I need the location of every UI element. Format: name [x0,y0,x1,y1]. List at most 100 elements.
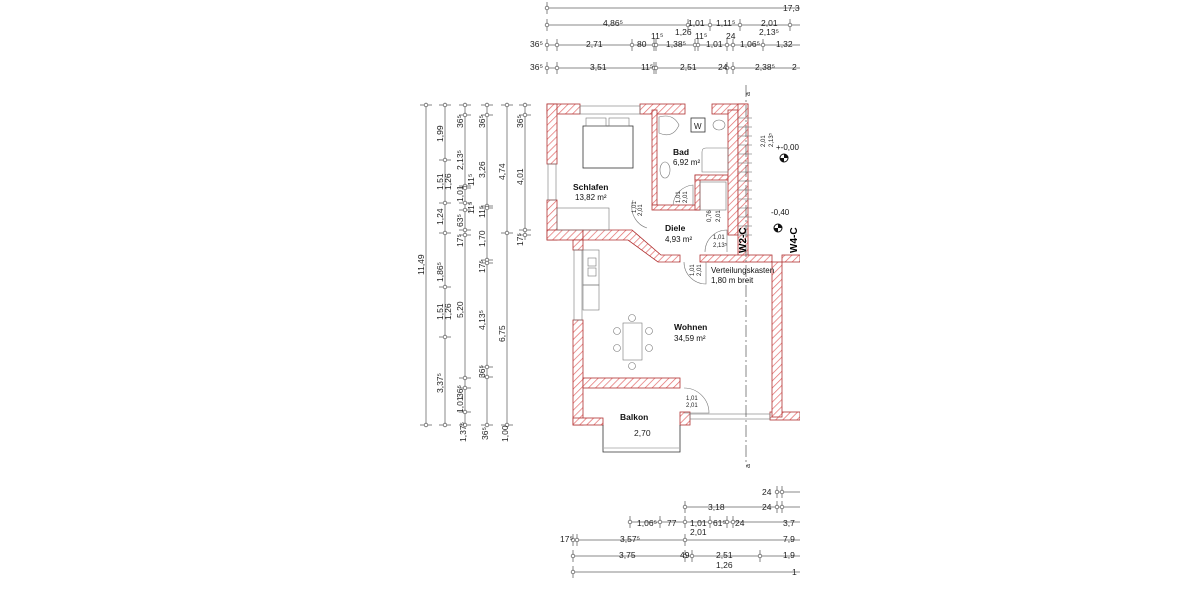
dimension-tick [484,102,490,108]
dim-label: 24 [762,487,772,497]
dim-label: 1 [792,567,797,577]
dim-label: 1,32 [776,39,793,49]
dimension-tick [554,42,560,48]
dim-label: 2,51 [716,550,733,560]
dimension-tick [724,519,730,525]
dimension-tick [653,42,659,48]
door-height: 2,01 [686,403,698,409]
door-swing [672,184,694,206]
dim-label: 3,75 [619,550,636,560]
dim-label: 3,18 [708,502,725,512]
bed-icon [582,125,634,169]
dimension-tick [442,284,448,290]
dim-label: 1,26 [443,173,453,190]
dim-label: 77 [667,518,677,528]
dim-label: 1,37⁵ [458,422,468,442]
dim-label: 36⁵ [477,365,487,378]
door-width: 1,01 [690,264,696,276]
dimension-tick [504,422,510,428]
dimension-tick [787,22,793,28]
dimension-tick [522,227,528,233]
dim-label: 17,36 [783,3,805,13]
dimension-tick [442,230,448,236]
stair-code-2: W4-C [789,227,800,253]
dim-label: 1,01 [706,39,723,49]
section-mark-top: a [745,92,752,96]
dimension-tick [779,504,785,510]
dim-label: 36⁵ [480,427,490,440]
door-width: 1,01 [713,235,725,241]
dimension-tick [774,489,780,495]
dim-label: 2,38⁵ [755,62,775,72]
dim-label: 61⁵ [713,518,726,528]
dimension-lines [420,2,800,578]
dimension-tick [570,553,576,559]
dimension-tick [522,232,528,238]
door-height: 2,01 [638,204,644,216]
dimensions-top: 17,36 4,86⁵ 1,01 1,26 1,11⁵ 2,01 2,13⁵ 3… [530,3,805,72]
dim-label: 36⁵ [477,115,487,128]
dim-label: 1,38⁵ [666,39,686,49]
dimension-tick [462,207,468,213]
door-swing [683,387,710,414]
dim-label: 4,13⁵ [477,310,487,330]
distribution-box-width: 1,80 m breit [711,276,754,285]
dim-label: 2,13⁵ [455,150,465,170]
dim-label: 1,51 [435,303,445,320]
dimensions-left: 11,49 1,99 1,51 1,26 1,24 1,86⁵ 1,51 1,2… [416,115,525,442]
dim-label: 1,01 [688,18,705,28]
balcony-outline [547,105,771,453]
dimension-tick [484,422,490,428]
dim-label: 17⁵ [560,534,573,544]
dim-label: 80 [637,39,647,49]
dim-label: 7,9 [783,534,795,544]
dim-label: 1,99 [435,125,445,142]
dim-label: 36⁵ [530,62,543,72]
dimension-tick [484,112,490,118]
dimension-tick [462,422,468,428]
dimension-tick [757,553,763,559]
dim-label: 11⁵ [695,31,707,41]
dim-label: 1,06⁵ [637,518,657,528]
dim-label: 2,13⁵ [759,27,779,37]
dimension-tick [442,102,448,108]
dimension-tick [484,374,490,380]
dimension-tick [484,364,490,370]
washer-icon [690,117,706,133]
dining-table-icon [622,322,643,361]
door-width: 0,76 [707,210,713,222]
dimension-tick [462,385,468,391]
door-width: 2,01 [761,135,767,147]
room-area-diele: 4,93 m² [665,235,692,244]
door-height: 2,13⁵ [713,242,728,249]
dimension-tick [423,422,429,428]
dim-label: 4,01 [515,168,525,185]
dimension-tick [442,422,448,428]
dim-label: 36⁵ [455,385,465,398]
shower-icon [701,147,729,173]
dimension-tick [682,504,688,510]
level-upper: +-0,00 [776,143,799,152]
door-width: 1,01 [686,396,698,402]
dim-label: 36⁵ [515,115,525,128]
dim-label: 2,71 [586,39,603,49]
dim-label: 2,51 [680,62,697,72]
dimension-tick [779,489,785,495]
dimension-tick [707,519,713,525]
dimension-tick [484,260,490,266]
dimension-tick [760,42,766,48]
room-name-wohnen: Wohnen [674,322,707,332]
dim-label: 1,26 [716,560,733,570]
sink-icon [659,161,671,179]
section-mark-bottom: a [745,464,752,468]
dim-label: 17⁵ [455,234,465,247]
level-marker-icon [779,153,789,163]
balcony-width: 2,70 [634,428,651,438]
dim-label: 11⁵ [651,31,663,41]
dim-label: 36⁵ [455,115,465,128]
dimension-tick [707,22,713,28]
dim-label: 1,24 [435,208,445,225]
dimension-tick [554,65,560,71]
dim-label: 49 [680,550,690,560]
dim-label: 1,70 [477,230,487,247]
